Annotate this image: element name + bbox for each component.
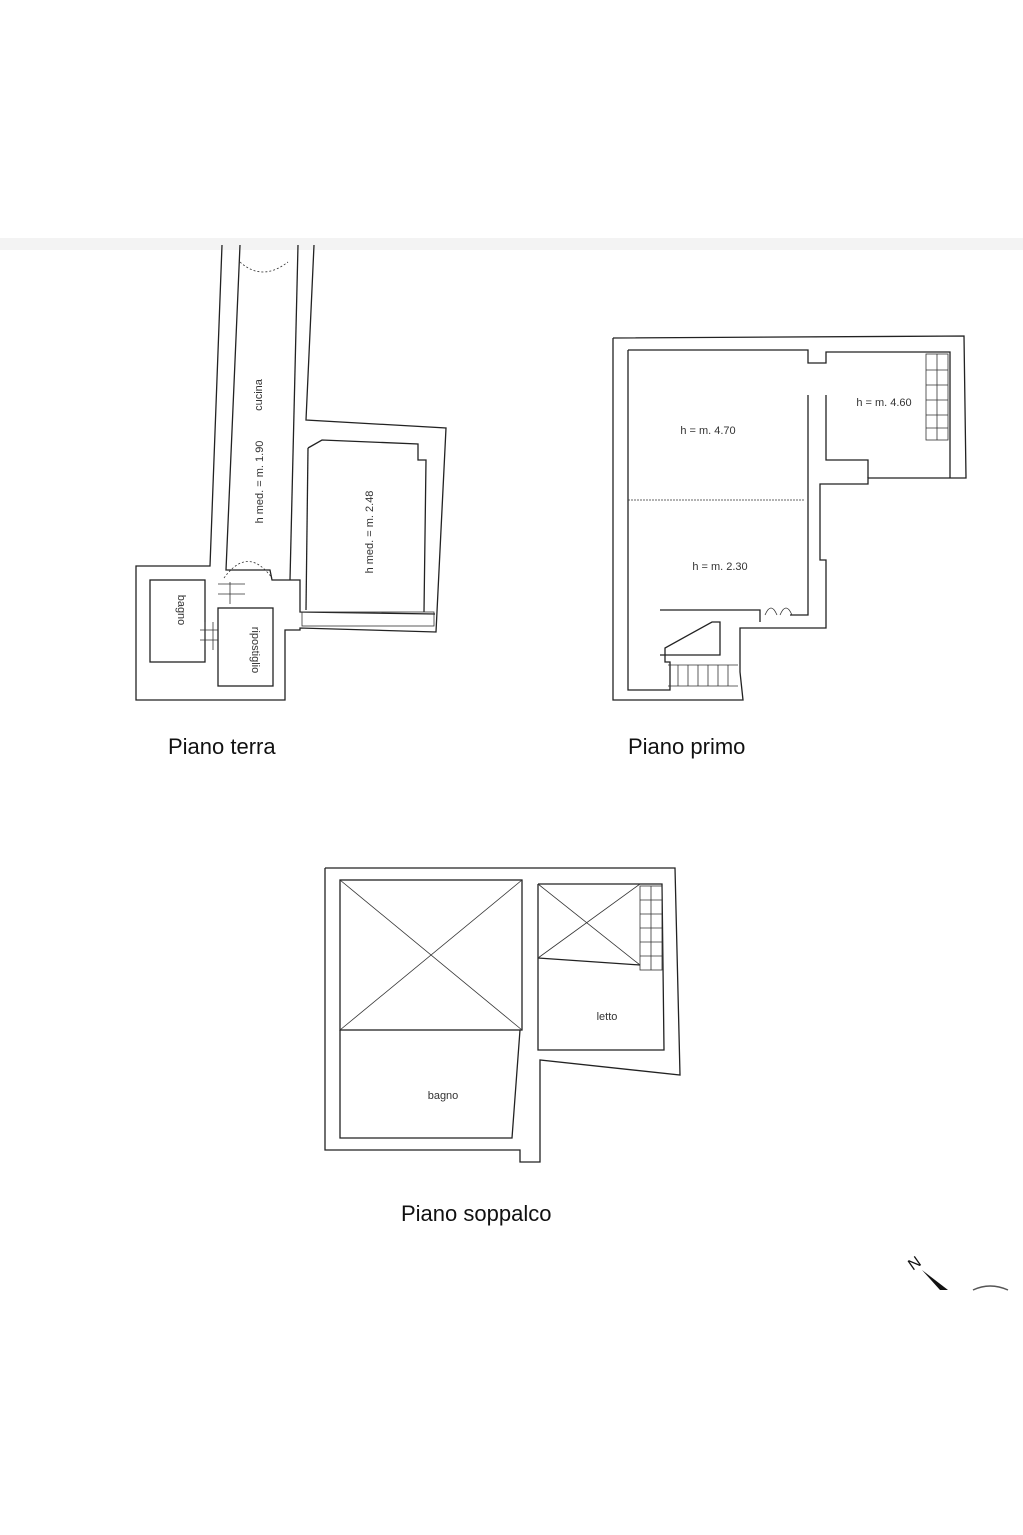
room-label: h = m. 4.60 bbox=[856, 397, 911, 409]
floor-title: Piano terra bbox=[168, 734, 276, 759]
plan-piano-terra: cucina h med. = m. 1.90 h med. = m. 2.48… bbox=[135, 244, 447, 701]
svg-text:N: N bbox=[905, 1254, 924, 1275]
room-label: bagno bbox=[175, 595, 187, 626]
room-label: h = m. 4.70 bbox=[680, 425, 735, 437]
plan-piano-soppalco: letto bagno bbox=[324, 867, 681, 1163]
room-label: letto bbox=[597, 1011, 618, 1023]
room-label: bagno bbox=[428, 1090, 459, 1102]
room-label: cucina bbox=[253, 378, 265, 411]
room-label: ripostiglio bbox=[249, 627, 261, 673]
room-label: h = m. 2.30 bbox=[692, 561, 747, 573]
north-arrow-icon: N bbox=[905, 1254, 1009, 1291]
top-shade bbox=[0, 238, 1023, 250]
room-label: h med. = m. 1.90 bbox=[254, 441, 266, 524]
floor-title: Piano soppalco bbox=[401, 1201, 552, 1226]
floor-title: Piano primo bbox=[628, 734, 746, 759]
plan-piano-primo: h = m. 4.70 h = m. 4.60 h = m. 2.30 bbox=[612, 335, 967, 701]
room-label: h med. = m. 2.48 bbox=[364, 491, 376, 574]
